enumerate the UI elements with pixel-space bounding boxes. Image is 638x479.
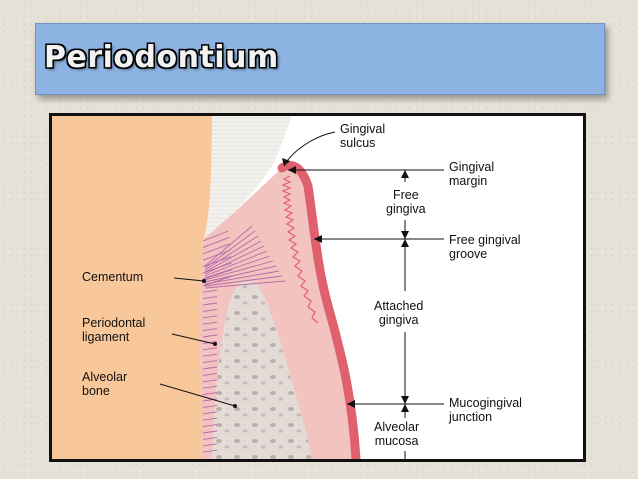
slide-title: Periodontium: [44, 40, 279, 75]
ligament-fiber: [202, 372, 218, 376]
leader-lines: [159, 131, 444, 459]
ligament-fiber: [202, 417, 218, 421]
ligament-fiber: [202, 430, 218, 434]
ligament-fiber: [202, 249, 231, 261]
cementum-leader: [173, 277, 205, 282]
attached-bottom-arrowhead: [401, 396, 409, 404]
gingival-epithelium: [277, 160, 361, 459]
rete-ridges: [281, 175, 319, 324]
periodontal-ligament-fibers: [202, 225, 286, 453]
cementum-dot: [202, 279, 206, 283]
ligament-fiber: [204, 270, 280, 285]
ligament-fiber: [202, 321, 218, 325]
ligament-fiber: [202, 424, 218, 428]
ligament-fiber: [204, 250, 268, 277]
ligament-fiber: [204, 240, 262, 273]
ligament-fiber: [202, 404, 218, 408]
ligament-fiber: [204, 230, 256, 269]
ligament-fiber: [204, 235, 259, 271]
label-free-gingival-groove: Free gingival groove: [449, 233, 521, 261]
label-mucogingival-junction: Mucogingival junction: [449, 396, 522, 424]
diagram-drawing: [52, 116, 444, 459]
ligament-fiber: [202, 392, 218, 396]
ligament-fiber: [204, 225, 253, 267]
ligament-fiber: [202, 379, 218, 383]
ligament-fiber: [202, 302, 218, 306]
bone-dot: [233, 404, 237, 408]
ligament-fiber: [204, 255, 271, 279]
periodontium-diagram: Gingival sulcus Gingival margin Free gin…: [49, 113, 586, 462]
ligament-fiber: [204, 265, 277, 283]
margin-arrowhead: [288, 166, 296, 174]
bone-leader: [159, 383, 236, 407]
ligament-fiber: [202, 296, 218, 300]
ligament-fiber: [204, 245, 265, 275]
ligament-fiber: [204, 260, 274, 281]
ligament-fiber: [202, 268, 233, 280]
attached-top-arrowhead: [401, 239, 409, 247]
ligament-leader: [171, 333, 216, 345]
ligament-dot: [213, 342, 217, 346]
ligament-fiber: [202, 315, 218, 319]
ligament-fiber: [202, 328, 218, 332]
ligament-fiber: [204, 280, 286, 289]
tooth-root: [52, 116, 212, 459]
groove-arrowhead: [314, 235, 322, 243]
ligament-fiber: [202, 360, 218, 364]
sulcus-arrowhead: [282, 158, 290, 166]
ligament-fiber: [202, 449, 218, 453]
ligament-fiber: [202, 366, 218, 370]
label-periodontal-ligament: Periodontal ligament: [82, 316, 146, 344]
ligament-fiber: [202, 308, 218, 312]
ligament-fiber: [202, 443, 218, 447]
label-gingival-margin: Gingival margin: [449, 160, 495, 188]
ligament-fiber: [204, 275, 283, 287]
mucosa-top-arrowhead: [401, 404, 409, 412]
label-free-gingiva: Free gingiva: [386, 188, 426, 216]
label-alveolar-bone: Alveolar bone: [82, 370, 128, 398]
label-alveolar-mucosa: Alveolar mucosa: [374, 420, 420, 448]
ligament-fiber: [202, 256, 232, 268]
ligament-fiber: [202, 353, 218, 357]
ligament-fiber: [202, 236, 230, 248]
ligament-fiber: [202, 230, 229, 242]
label-cementum: Cementum: [82, 270, 144, 284]
free-bottom-arrowhead: [401, 231, 409, 239]
junction-arrowhead: [347, 400, 355, 408]
ligament-fiber: [202, 334, 218, 338]
ligament-fiber: [202, 385, 218, 389]
title-bar: Periodontium: [35, 23, 605, 95]
bone-trabeculae: [212, 281, 312, 459]
free-top-arrowhead: [401, 170, 409, 178]
ligament-fiber: [202, 436, 218, 440]
enamel-striations: [204, 116, 292, 238]
ligament-fiber: [202, 411, 218, 415]
label-gingival-sulcus: Gingival sulcus: [340, 122, 386, 150]
ligament-fiber: [202, 347, 218, 351]
ligament-fiber: [202, 275, 234, 287]
label-attached-gingiva: Attached gingiva: [374, 299, 424, 327]
ligament-fiber: [202, 243, 230, 255]
ligament-fiber: [202, 398, 218, 402]
arrowheads: [202, 158, 409, 412]
ligament-fiber: [202, 289, 218, 293]
